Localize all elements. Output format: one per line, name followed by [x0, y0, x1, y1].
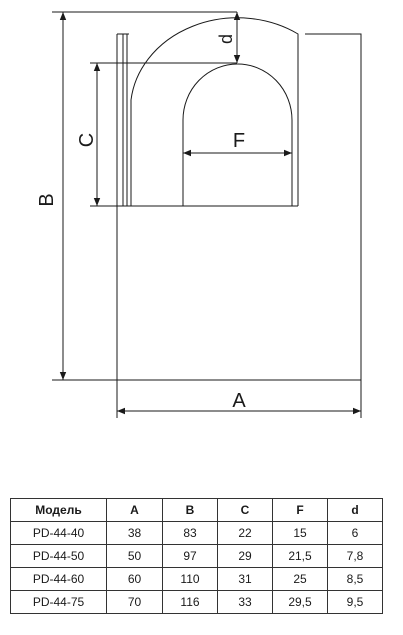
header-model: Модель — [10, 498, 107, 522]
table-row: PD-44-40 38 83 22 15 6 — [10, 521, 383, 545]
header-b: B — [162, 498, 218, 522]
cell-d: 9,5 — [327, 590, 383, 614]
cell-model: PD-44-50 — [10, 544, 107, 568]
model-dimensions-table: Модель A B C F d PD-44-40 38 83 22 15 6 … — [10, 498, 383, 614]
header-f: F — [272, 498, 328, 522]
cell-a: 60 — [106, 567, 163, 591]
cell-d: 8,5 — [327, 567, 383, 591]
cell-f: 15 — [272, 521, 328, 545]
table-row: PD-44-50 50 97 29 21,5 7,8 — [10, 544, 383, 568]
shackle-inner — [182, 63, 293, 206]
label-c: C — [76, 133, 98, 147]
label-a: A — [232, 390, 246, 412]
cell-b: 116 — [162, 590, 218, 614]
cell-d: 7,8 — [327, 544, 383, 568]
label-b: B — [36, 193, 58, 206]
table-header-row: Модель A B C F d — [10, 498, 383, 522]
lock-body-outline — [116, 33, 362, 381]
cell-c: 33 — [217, 590, 273, 614]
cell-f: 25 — [272, 567, 328, 591]
padlock-dimension-drawing: A B C F d — [36, 11, 362, 418]
cell-b: 110 — [162, 567, 218, 591]
shackle-outer — [130, 17, 299, 206]
cell-model: PD-44-40 — [10, 521, 107, 545]
table-row: PD-44-60 60 110 31 25 8,5 — [10, 567, 383, 591]
header-a: A — [106, 498, 163, 522]
table-row: PD-44-75 70 116 33 29,5 9,5 — [10, 590, 383, 614]
cell-b: 97 — [162, 544, 218, 568]
cell-a: 38 — [106, 521, 163, 545]
header-c: C — [217, 498, 273, 522]
cell-a: 70 — [106, 590, 163, 614]
cell-a: 50 — [106, 544, 163, 568]
cell-d: 6 — [327, 521, 383, 545]
label-d: d — [216, 34, 236, 44]
cell-b: 83 — [162, 521, 218, 545]
cell-c: 29 — [217, 544, 273, 568]
label-f: F — [233, 130, 245, 152]
cell-model: PD-44-60 — [10, 567, 107, 591]
cell-c: 22 — [217, 521, 273, 545]
header-d: d — [327, 498, 383, 522]
cell-model: PD-44-75 — [10, 590, 107, 614]
cell-f: 21,5 — [272, 544, 328, 568]
cell-f: 29,5 — [272, 590, 328, 614]
cell-c: 31 — [217, 567, 273, 591]
